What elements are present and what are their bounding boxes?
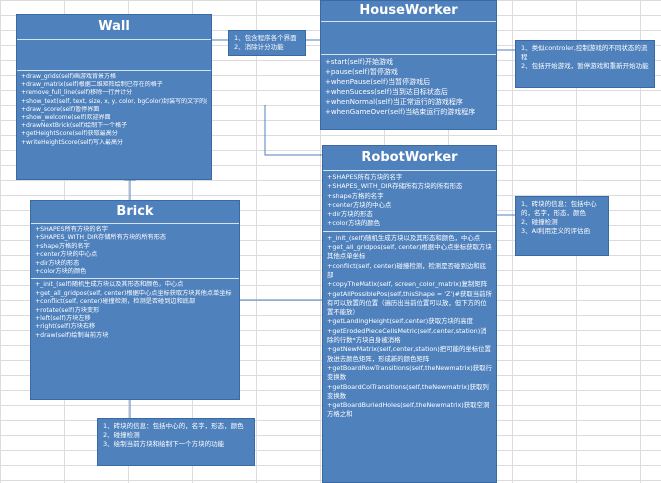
houseworker-method-item: +whenGameOver(self)当结束运行的游戏程序 — [325, 108, 476, 116]
robotworker-method-item: +get_all_gridpos(self, center)根据中心点坐标获取方… — [327, 243, 492, 261]
robotworker-note-line: 1、砖块的信息：包括中心的，名字，形态，颜色 — [521, 200, 597, 217]
robotworker-method-item: +conflict(self, center)碰撞检测，检测是否碰到边和底部 — [327, 261, 487, 279]
houseworker-method-item: +whenNormal(self)当正常运行的游戏程序 — [325, 98, 463, 106]
wall-method-item: +writeHeightScore(self)写入最高分 — [21, 138, 124, 146]
brick-attribute-item: +dir方块的形态 — [35, 259, 80, 267]
robotworker-class-box: RobotWorker +SHAPES所有方块的名字+SHAPES_WITH_D… — [322, 145, 497, 483]
brick-method-item: +conflict(self, center)碰撞检测，检测是否碰到边和底部 — [35, 298, 196, 306]
robotworker-method-item: +getLandingHeight(self,center)获取方块的高度 — [327, 317, 474, 326]
brick-method-item: +right(self)方块右移 — [35, 323, 96, 331]
robotworker-attribute-item: +dir方块的形态 — [327, 210, 373, 219]
robotworker-attributes: +SHAPES所有方块的名字+SHAPES_WITH_DIR存储所有方块的所有形… — [323, 171, 496, 232]
brick-attributes: +SHAPES所有方块的名字+SHAPES_WITH_DIR存储所有方块的所有形… — [31, 224, 239, 280]
robotworker-attribute-item: +SHAPES_WITH_DIR存储所有方块的所有形态 — [327, 182, 463, 191]
brick-attribute-item: +color方块的颜色 — [35, 268, 87, 276]
wall-method-item: +draw_matrix(self)根据二维矩阵绘制已存在的格子 — [21, 81, 163, 89]
brick-method-item: +get_all_gridpos(self, center)根据中心点坐标获取方… — [35, 289, 232, 297]
brick-attribute-item: +shape方格的名字 — [35, 242, 90, 250]
houseworker-note-line: 1、类似controler,控制游戏的不同状态的流程 — [521, 44, 648, 61]
wall-method-item: +draw_grids(self)画游戏背景方格 — [21, 73, 117, 80]
brick-method-item: +_init_(self)随机生成方块以及其形态和颜色，中心点 — [35, 281, 184, 289]
houseworker-method-item: +pause(self)暂停游戏 — [325, 68, 398, 76]
wall-method-item: +drawNextBrick(self)绘制下一个格子 — [21, 122, 128, 130]
wall-method-item: +show_welcome(self)欢迎界面 — [21, 114, 111, 122]
robotworker-methods: +_init_(self)随机生成方块以及其形态和颜色，中心点+get_all_… — [323, 232, 496, 422]
houseworker-methods: +start(self)开始游戏 +pause(self)暂停游戏 +whenPau… — [321, 55, 496, 119]
robotworker-note-line: 3、AI利用定义的评估函 — [521, 227, 590, 235]
brick-note-line: 1、砖块的信息：包括中心的，名字，形态，颜色 — [103, 422, 244, 430]
houseworker-note-line: 2、包括开始游戏，暂停游戏和重新开始功能 — [521, 62, 649, 70]
brick-method-item: +left(self)方块左移 — [35, 315, 91, 323]
houseworker-class-box: HouseWorker +start(self)开始游戏 +pause(self)… — [320, 0, 497, 130]
houseworker-robotworker-connector — [264, 105, 322, 156]
wall-method-item: +getHeightScore(self)获取最高分 — [21, 130, 118, 138]
robotworker-method-item: +getErodedPieceCellsMetric(self,center,s… — [327, 326, 487, 345]
houseworker-method-item: +whenPause(self)当暂停游戏后 — [325, 78, 431, 86]
brick-title: Brick — [31, 201, 239, 224]
robotworker-method-item: +getBoardColTransitions(self,theNewmatri… — [327, 382, 489, 400]
robotworker-attribute-item: +color方块的颜色 — [327, 219, 381, 228]
wall-class-box: Wall +draw_grids(self)画游戏背景方格+draw_matri… — [16, 14, 212, 180]
robotworker-method-item: +_init_(self)随机生成方块以及其形态和颜色，中心点 — [327, 233, 481, 242]
wall-methods: +draw_grids(self)画游戏背景方格+draw_matrix(sel… — [17, 71, 211, 149]
wall-method-item: +show_text(self, text, size, x, y, color… — [21, 97, 207, 105]
wall-method-item: +remove_full_line(self)移除一行并计分 — [21, 89, 133, 97]
robotworker-method-item: +getBoardBuriedHoles(self,theNewmatrix)获… — [327, 401, 490, 419]
brick-method-item: +rotate(self)方块变形 — [35, 306, 100, 314]
wall-method-item: +draw_score(self)暂停界面 — [21, 105, 100, 113]
wall-note-line: 1、包含程序各个界面 — [234, 34, 297, 42]
robotworker-attribute-item: +SHAPES所有方块的名字 — [327, 173, 403, 181]
robotworker-method-item: +getNewMatrix(self,center,station)把可能的坐标… — [327, 345, 491, 363]
brick-method-item: +draw(self)绘制当前方块 — [35, 331, 109, 339]
houseworker-attributes — [321, 22, 496, 55]
houseworker-method-item: +start(self)开始游戏 — [325, 58, 393, 66]
wall-title: Wall — [17, 15, 211, 40]
brick-attribute-item: +SHAPES_WITH_DIR存储所有方块的所有形态 — [35, 234, 167, 242]
brick-methods: +_init_(self)随机生成方块以及其形态和颜色，中心点+get_all_… — [31, 279, 239, 342]
robotworker-method-item: +copyTheMatix(self, screen_color_matrix)… — [327, 280, 488, 289]
robotworker-attribute-item: +center方块的中心点 — [327, 200, 392, 209]
houseworker-title: HouseWorker — [321, 1, 496, 22]
robotworker-note-line: 2、碰撞检测 — [521, 218, 558, 226]
brick-note-line: 2、碰撞检测 — [103, 431, 140, 439]
wall-note-line: 2、消除计分功能 — [234, 43, 284, 51]
robotworker-method-item: +getAllPossiblePos(self,thisShape = 'Z')… — [327, 289, 492, 317]
wall-attributes — [17, 40, 211, 71]
robotworker-attribute-item: +shape方格的名字 — [327, 191, 384, 200]
brick-note-line: 3、绘制当前方块和绘制下一个方块的功能 — [103, 440, 225, 448]
robotworker-title: RobotWorker — [323, 146, 496, 171]
brick-attribute-item: +SHAPES所有方块的名字 — [35, 226, 108, 233]
houseworker-method-item: +whenSucess(self)当到达目标状态后 — [325, 88, 448, 96]
brick-attribute-item: +center方块的中心点 — [35, 251, 98, 259]
brick-class-box: Brick +SHAPES所有方块的名字+SHAPES_WITH_DIR存储所有… — [30, 200, 240, 400]
robotworker-method-item: +getBoardRowTransitions(self,theNewmatri… — [327, 363, 492, 382]
